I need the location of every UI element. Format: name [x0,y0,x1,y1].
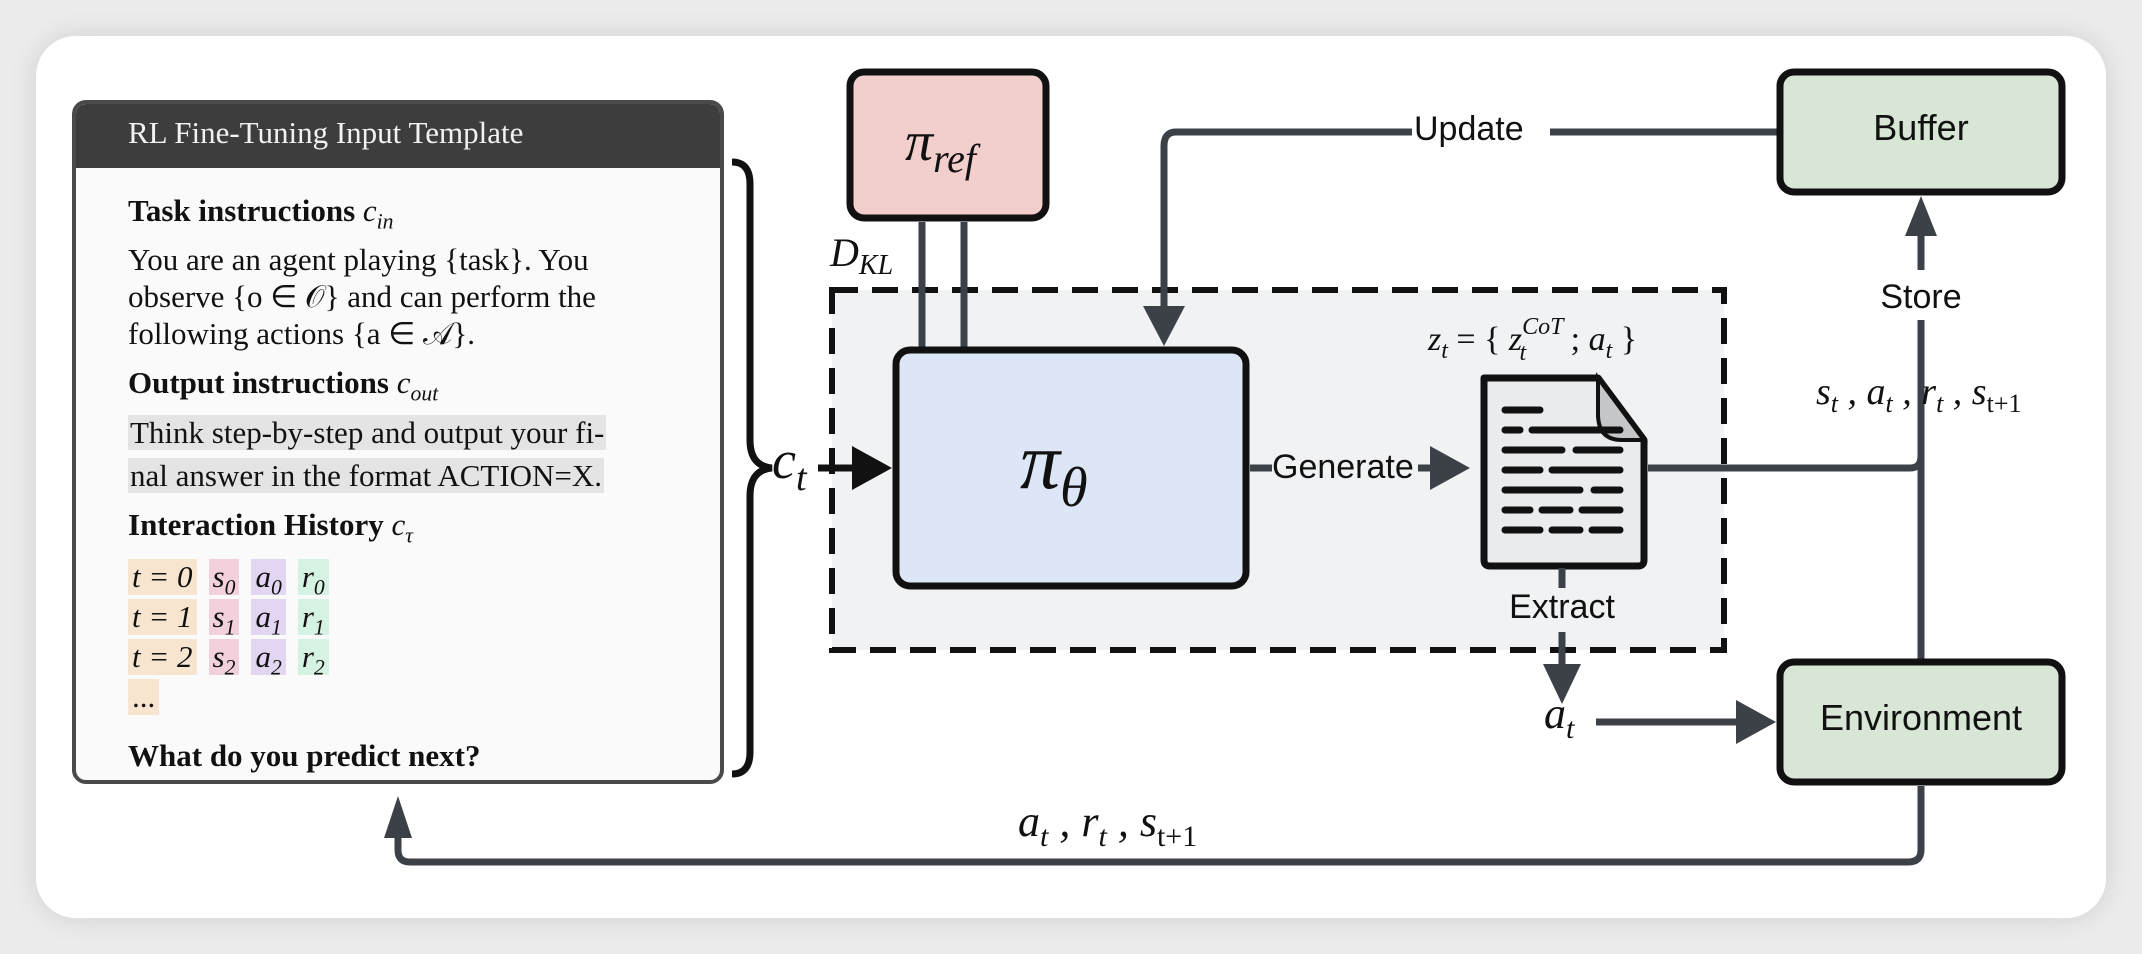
task-symbol-sub: in [376,209,394,234]
action-arrowhead [1736,700,1776,744]
history-index: 1 [270,615,282,640]
task-line: You are an agent playing {task}. You [128,241,589,277]
history-action: a [255,598,271,634]
history-reward: r [301,558,314,594]
feedback-arrowhead [384,796,412,838]
history-timestep: t = 1 [128,598,197,635]
action-label: at [1544,689,1575,745]
history-index: 1 [224,615,236,640]
update-edge [1160,128,1780,308]
history-row: t = 1 s1 a1 r1 [128,598,668,639]
history-row: t = 2 s2 a2 r2 [128,638,668,679]
input-template-panel: RL Fine-Tuning Input Template Task instr… [72,100,724,784]
environment-label: Environment [1820,697,2022,738]
transition-edge [1648,455,1925,472]
policy-label: πθ [1020,418,1088,519]
history-index: 0 [313,575,325,600]
task-instructions-section: Task instructions cin You are an agent p… [128,192,668,352]
feedback-edge [394,786,1925,866]
kl-divergence-label: DKL [829,230,893,281]
history-index: 2 [313,655,325,680]
history-timestep: t = 2 [128,638,197,675]
interaction-history-section: Interaction History cτ t = 0 s0 a0 r0 t … [128,506,668,715]
history-row: t = 0 s0 a0 r0 [128,558,668,599]
history-heading: Interaction History [128,507,384,543]
store-arrowhead [1905,196,1937,236]
context-brace [731,158,773,778]
generate-arrowhead [1430,446,1470,490]
feedback-label: at , rt , st+1 [1018,797,1197,853]
history-index: 0 [270,575,282,600]
reasoning-document-icon [1480,371,1648,570]
generate-label: Generate [1272,448,1414,486]
reference-policy-label: πref [905,111,981,181]
task-line: following actions {a ∈ 𝒜}. [128,315,475,351]
history-state: s [212,598,225,634]
output-line: nal answer in the format ACTION=X. [128,458,605,494]
store-label-bg [1864,270,1978,320]
extract-label: Extract [1509,588,1615,626]
task-heading: Task instructions [128,193,356,228]
history-action: a [255,638,271,674]
template-title: RL Fine-Tuning Input Template [76,104,720,168]
transition-label: st , at , rt , st+1 [1816,371,2021,418]
output-line: Think step-by-step and output your fi- [128,415,607,451]
buffer-label: Buffer [1873,107,1968,148]
store-label: Store [1880,278,1961,316]
update-label: Update [1414,110,1524,148]
history-state: s [212,638,225,674]
history-index: 2 [224,655,236,680]
policy-box [892,346,1250,590]
history-reward: r [301,638,314,674]
history-action: a [255,558,271,594]
history-timestep: t = 0 [128,558,197,595]
prediction-question: What do you predict next? [128,737,481,773]
history-index: 0 [224,575,236,600]
context-label: ct [772,430,808,499]
extract-arrowhead [1543,664,1581,704]
update-arrowhead [1143,306,1185,346]
output-instructions-section: Output instructions cout Think step-by-s… [128,364,668,495]
environment-box [1776,658,2066,786]
history-index: 2 [270,655,282,680]
update-label-bg [1412,106,1550,154]
history-reward: r [301,598,314,634]
history-index: 1 [313,615,325,640]
history-state: s [212,558,225,594]
history-symbol-sub: τ [405,523,413,548]
reference-policy-box [846,68,1050,222]
history-ellipsis: ... [128,678,160,715]
output-symbol-sub: out [410,381,439,406]
history-symbol: c [391,507,406,543]
task-symbol: c [362,193,377,228]
buffer-box [1776,68,2066,196]
history-row: ... [128,678,668,715]
output-symbol: c [396,364,411,400]
context-arrowhead [852,446,892,490]
task-line: observe {o ∈ 𝒪} and can perform the [128,278,596,314]
output-heading: Output instructions [128,364,389,400]
